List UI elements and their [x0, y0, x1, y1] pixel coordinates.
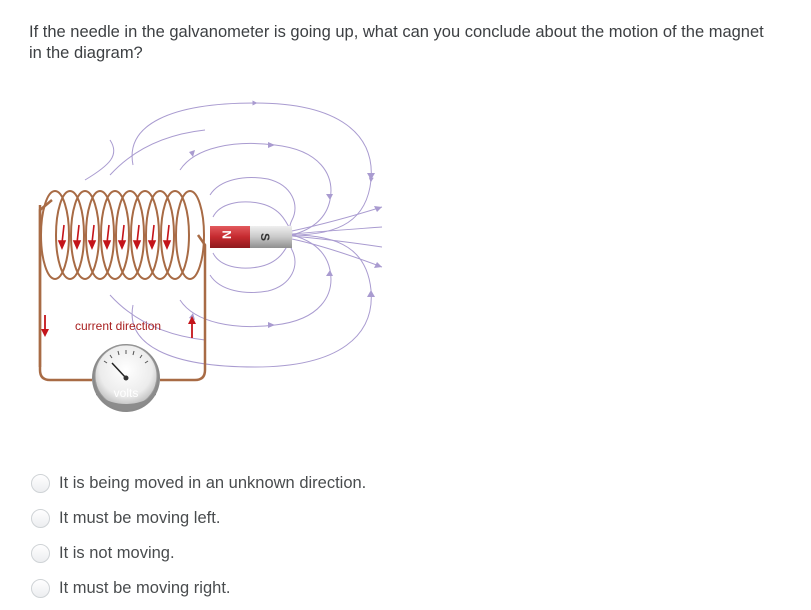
answer-option[interactable]: It must be moving left.: [31, 501, 366, 536]
radio-button[interactable]: [31, 544, 50, 563]
option-label: It is being moved in an unknown directio…: [59, 474, 367, 492]
current-direction-label: current direction: [75, 319, 161, 333]
radio-button[interactable]: [31, 474, 50, 493]
galvanometer: volts: [92, 344, 160, 412]
option-label: It must be moving right.: [59, 579, 231, 597]
solenoid-coil: [40, 190, 205, 280]
induction-diagram: current direction N S volts: [38, 100, 383, 412]
circuit-wire: [38, 199, 207, 382]
volts-label: volts: [114, 386, 139, 400]
coil-current-arrows: [57, 224, 172, 251]
option-label: It is not moving.: [59, 544, 175, 562]
magnet-north-label: N: [220, 230, 234, 239]
answer-options: It is being moved in an unknown directio…: [31, 466, 366, 606]
down-arrow-icon: [41, 315, 49, 337]
answer-option[interactable]: It is being moved in an unknown directio…: [31, 466, 366, 501]
radio-button[interactable]: [31, 579, 50, 598]
bar-magnet: N S: [210, 226, 292, 248]
galvanometer-needle: [111, 362, 127, 379]
answer-option[interactable]: It is not moving.: [31, 536, 366, 571]
magnet-south-label: S: [258, 233, 272, 241]
up-arrow-icon: [188, 316, 196, 338]
option-label: It must be moving left.: [59, 509, 221, 527]
question-text: If the needle in the galvanometer is goi…: [29, 23, 764, 62]
answer-option[interactable]: It must be moving right.: [31, 571, 366, 606]
radio-button[interactable]: [31, 509, 50, 528]
